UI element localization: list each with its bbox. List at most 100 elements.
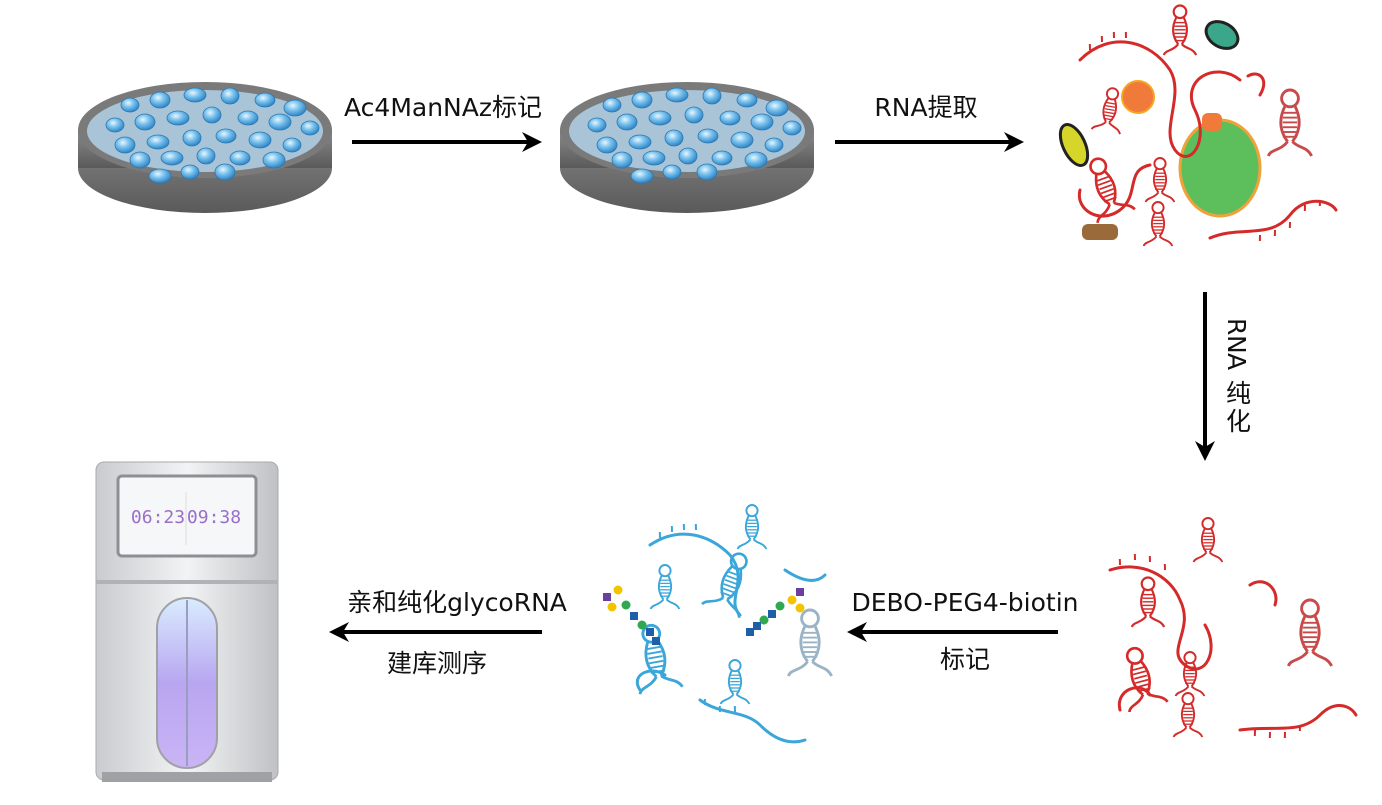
glycan-chain-icon [603, 585, 805, 645]
glycan-unit [787, 595, 797, 605]
cell [782, 120, 802, 136]
cell [702, 87, 722, 105]
step5-label-bottom: 建库测序 [387, 649, 487, 678]
cell [587, 117, 607, 133]
cell [665, 87, 689, 103]
step3-char-3: A [1222, 353, 1251, 370]
cell [300, 120, 320, 136]
rna-strand [783, 568, 827, 582]
rna-molecule [1172, 692, 1204, 738]
cell [268, 113, 292, 131]
crude-rna-extract [1058, 4, 1338, 247]
cell [148, 168, 172, 184]
cell [215, 128, 237, 144]
cell [237, 110, 259, 126]
cell [254, 92, 276, 108]
step4-label-bottom: 标记 [940, 645, 990, 674]
rna-molecule [649, 564, 681, 610]
cell [628, 134, 652, 150]
rna-molecule [1090, 87, 1121, 135]
step3-char-2: N [1222, 335, 1251, 354]
cell [684, 106, 704, 124]
rna-molecule [1174, 651, 1206, 697]
cell [631, 91, 653, 109]
cell [678, 147, 698, 165]
rna-molecule [1130, 576, 1166, 628]
labeled-glycorna [603, 504, 833, 744]
cell [711, 150, 733, 166]
step4-label-top: DEBO-PEG4-biotin [851, 588, 1078, 617]
glycan-unit [621, 600, 631, 610]
step5-label-top: 亲和纯化glycoRNA [347, 588, 567, 617]
cell [202, 106, 222, 124]
cell [262, 151, 286, 169]
cell [648, 110, 672, 126]
cell [750, 113, 774, 131]
cell [220, 87, 240, 105]
rna-strand-icon [1077, 4, 1338, 247]
cell [105, 117, 125, 133]
rna-strand [648, 532, 742, 617]
rna-molecule [719, 659, 751, 705]
rna-molecule [1287, 598, 1333, 667]
sequencer-time-right: 09:38 [187, 507, 241, 528]
glycan-unit [652, 637, 660, 645]
sequencer-icon: 06:23 09:38 [95, 461, 279, 782]
cell [146, 134, 170, 150]
cell-cluster [587, 87, 802, 184]
cell [730, 131, 754, 149]
rna-strand [1077, 163, 1152, 218]
cell [120, 97, 140, 113]
cell [229, 150, 251, 166]
rna-molecule [1192, 517, 1224, 563]
rna-molecule [1162, 4, 1198, 56]
cell [149, 91, 171, 109]
rna-strand [1208, 199, 1338, 240]
cell [611, 151, 633, 169]
cell [664, 129, 684, 147]
cell [160, 150, 184, 166]
petri-dish-1 [78, 82, 332, 213]
cell-cluster [105, 87, 320, 184]
glycan-unit [753, 622, 761, 630]
cell [134, 113, 156, 131]
step3-char-5: 化 [1226, 407, 1251, 436]
rna-molecule [1142, 201, 1174, 247]
glycan-unit [795, 603, 805, 613]
cell [114, 136, 136, 154]
cell [180, 164, 200, 180]
glycan-unit [775, 601, 785, 611]
rna-strand [1078, 40, 1242, 158]
cell [662, 164, 682, 180]
cell [630, 168, 654, 184]
step3-label: R N A 纯 化 [1222, 318, 1251, 436]
rna-molecule [1089, 157, 1136, 223]
cell [283, 99, 307, 117]
sequencer-time-left: 06:23 [131, 507, 185, 528]
rna-strand [1108, 565, 1213, 671]
glycan-unit [603, 593, 611, 601]
cell [697, 128, 719, 144]
cell [129, 151, 151, 169]
cell [183, 87, 207, 103]
purified-rna [1108, 517, 1358, 739]
glycan-unit [759, 615, 769, 625]
rna-molecule [1125, 646, 1169, 713]
petri-dish-2 [560, 82, 814, 213]
rna-strand [698, 698, 807, 744]
rna-molecule [1144, 157, 1176, 203]
cell [719, 110, 741, 126]
cell [196, 147, 216, 165]
cell [764, 137, 784, 153]
cell [596, 136, 618, 154]
glycan-unit [637, 620, 647, 630]
cell [248, 131, 272, 149]
cell [765, 99, 789, 117]
glycan-unit [630, 612, 638, 620]
glycan-unit [746, 628, 754, 636]
protein-blob-icon [1058, 20, 1262, 240]
rna-molecule [1267, 88, 1313, 157]
cell [214, 163, 236, 181]
glycan-unit [768, 610, 776, 618]
